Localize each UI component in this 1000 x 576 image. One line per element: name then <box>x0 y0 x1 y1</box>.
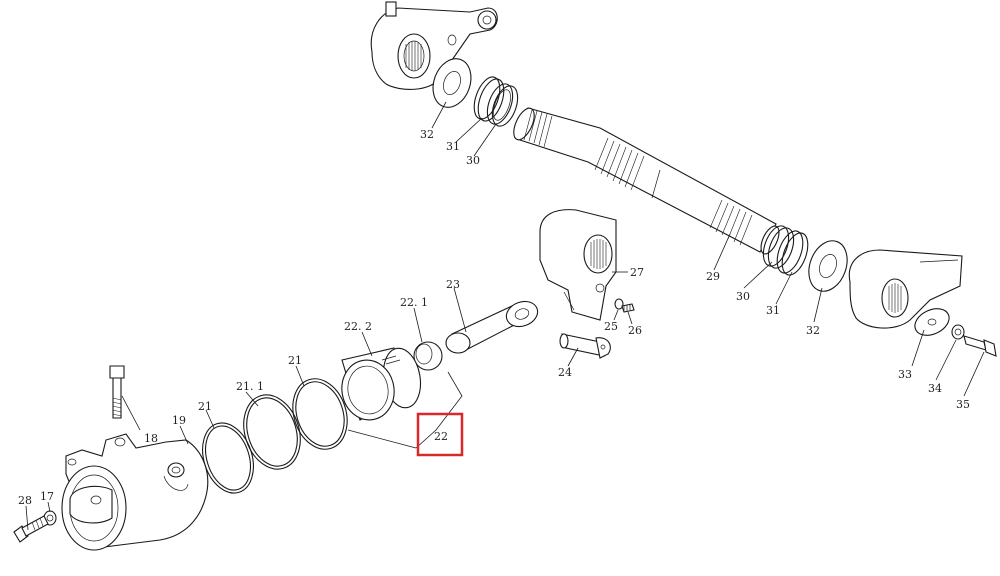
ball-cup-22-1 <box>413 341 443 371</box>
label-30-bottom: 30 <box>736 290 750 303</box>
pin-24 <box>559 333 611 359</box>
washer-25 <box>614 298 624 310</box>
highlight-box-22 <box>416 412 464 457</box>
top-ring-31 <box>473 76 505 122</box>
lower-seal-30 <box>762 225 795 269</box>
screw-26 <box>621 303 635 313</box>
yoke-27 <box>539 209 617 321</box>
part-labels: 32 31 30 29 30 31 32 33 34 35 27 25 26 2… <box>18 128 970 507</box>
lower-washer-32 <box>808 240 848 292</box>
bolt-35 <box>963 335 997 357</box>
bolt-18 <box>109 365 125 419</box>
label-24: 24 <box>558 366 572 379</box>
cylinder-housing-19 <box>61 433 209 551</box>
label-27: 27 <box>630 266 644 279</box>
label-18: 18 <box>144 432 158 445</box>
label-31-bottom: 31 <box>766 304 780 317</box>
backup-ring-21-1 <box>243 394 301 470</box>
top-lever-housing <box>370 1 498 90</box>
label-22: 22 <box>434 430 448 443</box>
bolt-28 <box>13 515 49 543</box>
label-31-top: 31 <box>446 140 460 153</box>
label-17: 17 <box>40 490 54 503</box>
end-washer-33 <box>914 308 950 336</box>
label-33: 33 <box>898 368 912 381</box>
label-25: 25 <box>604 320 618 333</box>
label-22-1: 22. 1 <box>400 296 428 309</box>
label-28: 28 <box>18 494 32 507</box>
label-29: 29 <box>706 270 720 283</box>
label-34: 34 <box>928 382 942 395</box>
label-21-lower: 21 <box>198 400 212 413</box>
top-seal-30 <box>486 83 519 127</box>
label-23: 23 <box>446 278 460 291</box>
label-21-upper: 21 <box>288 354 302 367</box>
o-ring-21-right <box>292 378 348 450</box>
label-19: 19 <box>172 414 186 427</box>
right-lever-housing <box>848 249 963 329</box>
piston-22-2 <box>341 347 422 421</box>
label-35: 35 <box>956 398 970 411</box>
label-21-1: 21. 1 <box>236 380 264 393</box>
lower-ring-31 <box>776 230 809 276</box>
lock-washer-34 <box>951 324 965 340</box>
label-22-2: 22. 2 <box>344 320 372 333</box>
spline-shaft-29 <box>513 107 780 255</box>
label-32-bottom: 32 <box>806 324 820 337</box>
label-32-top: 32 <box>420 128 434 141</box>
label-30-top: 30 <box>466 154 480 167</box>
connecting-rod-23 <box>445 300 539 354</box>
leader-lines <box>25 101 985 531</box>
label-26: 26 <box>628 324 642 337</box>
